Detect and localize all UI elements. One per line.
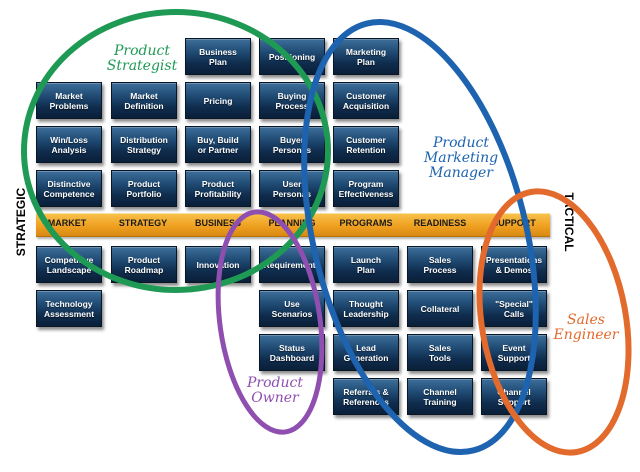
box-product-profitability[interactable]: Product Profitability — [185, 170, 251, 207]
box-buy-build-or-partner[interactable]: Buy, Build or Partner — [185, 126, 251, 163]
box-sales-process[interactable]: Sales Process — [407, 246, 473, 283]
stage-label-support: SUPPORT — [492, 218, 536, 228]
box-market-definition[interactable]: Market Definition — [111, 82, 177, 119]
stage-label-planning: PLANNING — [268, 218, 316, 228]
box-event-support[interactable]: Event Support — [481, 334, 547, 371]
box-special-calls[interactable]: "Special" Calls — [481, 290, 547, 327]
box-business-plan[interactable]: Business Plan — [185, 38, 251, 75]
role-label-product-marketing-manager: Product Marketing Manager — [423, 135, 499, 181]
box-distinctive-competence[interactable]: Distinctive Competence — [36, 170, 102, 207]
box-innovation[interactable]: Innovation — [185, 246, 251, 283]
box-lead-generation[interactable]: Lead Generation — [333, 334, 399, 371]
stage-label-readiness: READINESS — [413, 218, 467, 228]
box-channel-support[interactable]: Channel Support — [481, 378, 547, 415]
box-requirements[interactable]: Requirements — [259, 246, 325, 283]
box-competitive-landscape[interactable]: Competitive Landscape — [36, 246, 102, 283]
stage-label-business: BUSINESS — [194, 218, 242, 228]
box-distribution-strategy[interactable]: Distribution Strategy — [111, 126, 177, 163]
box-referrals-references[interactable]: Referrals & References — [333, 378, 399, 415]
box-marketing-plan[interactable]: Marketing Plan — [333, 38, 399, 75]
role-label-product-owner: Product Owner — [247, 375, 303, 406]
box-channel-training[interactable]: Channel Training — [407, 378, 473, 415]
stage-label-strategy: STRATEGY — [118, 218, 168, 228]
box-buyer-personas[interactable]: Buyer Personas — [259, 126, 325, 163]
box-program-effectiveness[interactable]: Program Effectiveness — [333, 170, 399, 207]
stage-label-programs: PROGRAMS — [339, 218, 393, 228]
box-status-dashboard[interactable]: Status Dashboard — [259, 334, 325, 371]
box-product-roadmap[interactable]: Product Roadmap — [111, 246, 177, 283]
tactical-axis-label: TACTICAL — [562, 192, 576, 252]
role-label-sales-engineer: Sales Engineer — [553, 312, 619, 343]
stage-label-market: MARKET — [47, 218, 87, 228]
box-product-portfolio[interactable]: Product Portfolio — [111, 170, 177, 207]
box-technology-assessment[interactable]: Technology Assessment — [36, 290, 102, 327]
box-market-problems[interactable]: Market Problems — [36, 82, 102, 119]
role-label-product-strategist: Product Strategist — [106, 43, 178, 74]
box-presentations-demos[interactable]: Presentations & Demos — [481, 246, 547, 283]
box-collateral[interactable]: Collateral — [407, 290, 473, 327]
box-customer-acquisition[interactable]: Customer Acquisition — [333, 82, 399, 119]
box-positioning[interactable]: Positioning — [259, 38, 325, 75]
box-sales-tools[interactable]: Sales Tools — [407, 334, 473, 371]
box-thought-leadership[interactable]: Thought Leadership — [333, 290, 399, 327]
box-pricing[interactable]: Pricing — [185, 82, 251, 119]
box-win-loss-analysis[interactable]: Win/Loss Analysis — [36, 126, 102, 163]
box-launch-plan[interactable]: Launch Plan — [333, 246, 399, 283]
box-buying-process[interactable]: Buying Process — [259, 82, 325, 119]
box-customer-retention[interactable]: Customer Retention — [333, 126, 399, 163]
strategic-axis-label: STRATEGIC — [14, 187, 28, 257]
box-use-scenarios[interactable]: Use Scenarios — [259, 290, 325, 327]
box-user-personas[interactable]: User Personas — [259, 170, 325, 207]
